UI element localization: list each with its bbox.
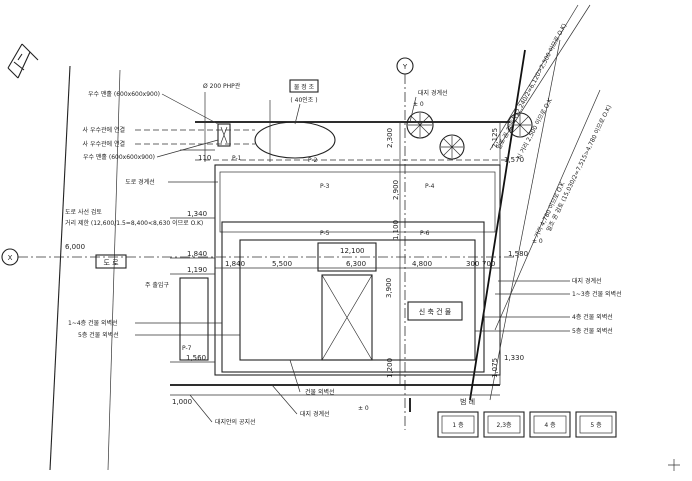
legend-label-3: 4 층 bbox=[544, 421, 556, 429]
left-site-line bbox=[49, 65, 71, 471]
new-building-label-box bbox=[407, 301, 463, 321]
dim-1560: 1,560 bbox=[186, 354, 206, 362]
dim-1190: 1,190 bbox=[187, 266, 207, 274]
dim-12100: 12,100 bbox=[340, 247, 365, 255]
entrance-label: 주 출입구 bbox=[145, 281, 169, 289]
right-diagonal-3 bbox=[489, 4, 579, 151]
wall-1-3-right-label: 1~3층 건물 외벽선 bbox=[572, 290, 622, 298]
tree-icon bbox=[507, 112, 533, 138]
dim-300: 300 bbox=[466, 260, 479, 268]
tag-p4: P-4 bbox=[425, 183, 435, 190]
elevator-core bbox=[321, 274, 373, 361]
dim-1840: 1,840 bbox=[187, 250, 207, 258]
legend-label-2: 2,3층 bbox=[496, 421, 512, 429]
site-boundary-right-label: 대지 경계선 bbox=[572, 277, 602, 285]
right-diagonal-5 bbox=[499, 4, 591, 146]
tree-icon bbox=[439, 134, 465, 160]
dim-1100: 1,100 bbox=[392, 220, 400, 240]
floor-1-area bbox=[214, 164, 501, 376]
legend-title: 범 례 bbox=[460, 397, 475, 406]
grid-bubble-y bbox=[396, 57, 414, 75]
dim-1000: 1,000 bbox=[172, 398, 192, 406]
septic-tank bbox=[254, 121, 336, 159]
gap-label: 대지안의 공지선 bbox=[215, 418, 256, 426]
dim-1570: 1,570 bbox=[504, 156, 524, 164]
road-label-box bbox=[95, 254, 127, 269]
rain-link-label: 사 우수관에 연결 bbox=[83, 126, 125, 134]
diag-note-2: 일조 권 검토 (15,030/2=7,515>4,780 이므로 O.K) bbox=[545, 104, 614, 233]
dim-6000: 6,000 bbox=[65, 243, 85, 251]
dim-1840b: 1,840 bbox=[225, 260, 245, 268]
legend-swatch-3 bbox=[533, 415, 567, 434]
septic-label: 물 정 조 bbox=[294, 84, 315, 91]
right-diagonal-2 bbox=[489, 39, 561, 401]
legend-swatch-1 bbox=[441, 415, 475, 434]
tag-p1: P-1 bbox=[232, 155, 242, 162]
oblique-label: 도로 사선 검토 bbox=[65, 208, 102, 216]
floor-2-3-area bbox=[219, 171, 496, 233]
tag-p2: P-2 bbox=[308, 157, 318, 164]
north-arrow-icon bbox=[7, 43, 39, 79]
level-label-bottom: ± 0 bbox=[358, 405, 369, 412]
new-building-label: 신 축 건 물 bbox=[419, 307, 452, 316]
legend-label-1: 1 층 bbox=[452, 421, 464, 429]
dim-1340: 1,340 bbox=[187, 210, 207, 218]
rain-manhole-label: 우수 맨홀 (600x600x900) bbox=[88, 90, 160, 98]
tag-p7: P-7 bbox=[182, 345, 192, 352]
tag-p3: P-3 bbox=[320, 183, 330, 190]
level-label-right: ± 0 bbox=[532, 238, 543, 245]
grid-bubble-x bbox=[1, 248, 19, 266]
grid-label-x: X bbox=[8, 254, 13, 262]
legend: 1 층 2,3층 4 층 5 층 bbox=[437, 411, 617, 438]
dim-1580: 1,580 bbox=[508, 250, 528, 258]
legend-swatch-2 bbox=[487, 415, 521, 434]
sewer-manhole-label: 우수 맨홀 (600x600x900) bbox=[83, 153, 155, 161]
grid-label-y: Y bbox=[402, 63, 408, 71]
site-boundary-bottom-label: 대지 경계선 bbox=[300, 410, 330, 418]
tag-p5: P-5 bbox=[320, 230, 330, 237]
wall-5-right-label: 5층 건물 외벽선 bbox=[572, 327, 613, 335]
road-boundary-label: 도로 경계선 bbox=[125, 178, 155, 186]
site-boundary-top-label: 대지 경계선 bbox=[418, 89, 448, 97]
septic-cap-label: ( 40인조 ) bbox=[290, 97, 317, 104]
dim-1200: 1,200 bbox=[386, 358, 394, 378]
dim-2125: 2,125 bbox=[491, 128, 499, 148]
septic-label-box bbox=[289, 79, 319, 93]
dim-3900: 3,900 bbox=[385, 278, 393, 298]
wall-1-4-label: 1~4층 건물 외벽선 bbox=[68, 319, 118, 327]
legend-label-4: 5 층 bbox=[590, 421, 602, 429]
left-road-line bbox=[107, 69, 121, 471]
dim-1330: 1,330 bbox=[504, 354, 524, 362]
dim-2900: 2,900 bbox=[392, 180, 400, 200]
level-label-top: ± 0 bbox=[413, 101, 424, 108]
road-label: 도 로 bbox=[103, 259, 119, 267]
rain-manhole bbox=[217, 123, 231, 147]
floor-4-area bbox=[221, 221, 485, 373]
entrance-area bbox=[179, 277, 209, 361]
dim-5500: 5,500 bbox=[272, 260, 292, 268]
tag-p6: P-6 bbox=[420, 230, 430, 237]
dim-1075: 1,075 bbox=[491, 358, 499, 378]
tree-icon bbox=[406, 111, 434, 139]
pipe-label: Ø 200 PHP관 bbox=[203, 82, 241, 90]
wall-5-label: 5층 건물 외벽선 bbox=[78, 331, 119, 339]
dim-2300: 2,300 bbox=[386, 128, 394, 148]
right-diagonal-1 bbox=[469, 49, 526, 401]
stair-core bbox=[317, 242, 377, 272]
sewer-link-label: 사 우수관에 연결 bbox=[83, 140, 125, 148]
dim-700: 700 bbox=[482, 260, 495, 268]
legend-swatch-4 bbox=[579, 415, 613, 434]
right-diagonal-4 bbox=[494, 89, 601, 331]
corner-mark-icon bbox=[668, 459, 680, 471]
bldg-wall-label: 건물 외벽선 bbox=[305, 388, 335, 396]
wall-4-right-label: 4층 건물 외벽선 bbox=[572, 313, 613, 321]
dim-6300: 6,300 bbox=[346, 260, 366, 268]
oblique-detail-label: 거리 제한 (12,600/1.5=8,400<8,630 이므로 O.K) bbox=[65, 219, 203, 227]
dim-110: 110 bbox=[198, 154, 211, 162]
dim-4800: 4,800 bbox=[412, 260, 432, 268]
